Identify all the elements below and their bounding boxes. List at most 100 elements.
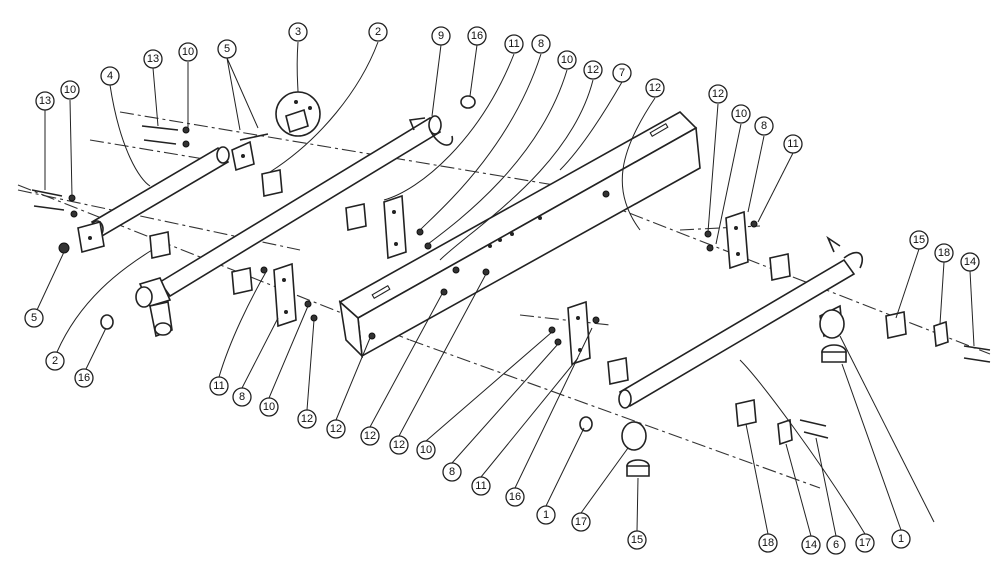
svg-text:11: 11: [508, 38, 519, 50]
detail-part-3: [275, 91, 321, 137]
svg-text:3: 3: [295, 26, 301, 38]
svg-text:12: 12: [330, 423, 342, 435]
frame-part-7: [338, 111, 701, 359]
callout-16: 16: [505, 487, 525, 507]
svg-text:13: 13: [39, 95, 51, 107]
callout-16: 16: [74, 368, 94, 388]
svg-text:17: 17: [859, 537, 871, 549]
callout-8: 8: [531, 34, 551, 54]
svg-text:11: 11: [213, 380, 224, 392]
svg-text:8: 8: [449, 466, 455, 478]
svg-text:10: 10: [735, 108, 747, 120]
callout-10: 10: [557, 50, 577, 70]
callout-5: 5: [217, 39, 237, 59]
callout-18: 18: [934, 243, 954, 263]
svg-text:2: 2: [375, 26, 381, 38]
callout-10: 10: [416, 440, 436, 460]
bracket-plates: [273, 194, 749, 366]
svg-text:18: 18: [938, 247, 950, 259]
svg-text:7: 7: [619, 67, 625, 79]
callout-11: 11: [471, 476, 491, 496]
svg-text:1: 1: [543, 509, 549, 521]
svg-text:10: 10: [182, 46, 194, 58]
svg-text:11: 11: [475, 480, 486, 492]
svg-text:18: 18: [762, 537, 774, 549]
callout-10: 10: [731, 104, 751, 124]
svg-text:5: 5: [224, 43, 230, 55]
callout-10: 10: [259, 397, 279, 417]
callout-9: 9: [431, 26, 451, 46]
fittings-and-caps: [100, 95, 847, 477]
callout-10: 10: [60, 80, 80, 100]
callout-14: 14: [960, 252, 980, 272]
callout-12: 12: [389, 435, 409, 455]
svg-text:12: 12: [301, 413, 313, 425]
svg-text:10: 10: [64, 84, 76, 96]
svg-text:9: 9: [438, 30, 444, 42]
callout-2: 2: [45, 351, 65, 371]
svg-text:4: 4: [107, 70, 113, 82]
callout-12: 12: [326, 419, 346, 439]
svg-text:1: 1: [898, 533, 904, 545]
svg-text:10: 10: [561, 54, 573, 66]
svg-text:2: 2: [52, 355, 58, 367]
callout-13: 13: [143, 49, 163, 69]
callout-1: 1: [536, 505, 556, 525]
callout-11: 11: [209, 376, 229, 396]
svg-text:8: 8: [538, 38, 544, 50]
svg-text:8: 8: [761, 120, 767, 132]
callout-12: 12: [645, 78, 665, 98]
svg-text:13: 13: [147, 53, 159, 65]
tube-part-6: [618, 235, 864, 409]
svg-text:12: 12: [712, 88, 724, 100]
callout-2: 2: [368, 22, 388, 42]
callout-12: 12: [708, 84, 728, 104]
callout-15: 15: [909, 230, 929, 250]
svg-text:11: 11: [787, 138, 798, 150]
callout-12: 12: [360, 426, 380, 446]
svg-text:17: 17: [575, 516, 587, 528]
callout-8: 8: [442, 462, 462, 482]
callout-10: 10: [178, 42, 198, 62]
tube-part-4: [77, 140, 255, 254]
svg-text:12: 12: [393, 439, 405, 451]
callout-7: 7: [612, 63, 632, 83]
fasteners: [31, 125, 991, 446]
callout-3: 3: [288, 22, 308, 42]
callout-1: 1: [891, 529, 911, 549]
callout-12: 12: [583, 60, 603, 80]
svg-text:10: 10: [263, 401, 275, 413]
svg-text:14: 14: [805, 539, 817, 551]
callout-11: 11: [504, 34, 524, 54]
callout-6: 6: [826, 535, 846, 555]
callout-bubbles: 13 10 13 10 4 5 3 2 9 16 11 8 10 12 7 12…: [24, 22, 980, 555]
svg-text:15: 15: [631, 534, 643, 546]
svg-text:14: 14: [964, 256, 976, 268]
callout-17: 17: [855, 533, 875, 553]
callout-5: 5: [24, 308, 44, 328]
svg-text:12: 12: [649, 82, 661, 94]
svg-text:10: 10: [420, 444, 432, 456]
callout-18: 18: [758, 533, 778, 553]
callout-4: 4: [100, 66, 120, 86]
svg-text:12: 12: [587, 64, 599, 76]
tube-part-9: [135, 115, 454, 338]
svg-text:16: 16: [471, 30, 483, 42]
callout-17: 17: [571, 512, 591, 532]
leader-lines: [36, 41, 975, 537]
callout-13: 13: [35, 91, 55, 111]
svg-text:6: 6: [833, 539, 839, 551]
svg-text:12: 12: [364, 430, 376, 442]
svg-text:5: 5: [31, 312, 37, 324]
svg-text:8: 8: [239, 391, 245, 403]
callout-16: 16: [467, 26, 487, 46]
callout-12: 12: [297, 409, 317, 429]
svg-text:16: 16: [78, 372, 90, 384]
svg-text:16: 16: [509, 491, 521, 503]
callout-8: 8: [232, 387, 252, 407]
callout-15: 15: [627, 530, 647, 550]
callout-11: 11: [783, 134, 803, 154]
callout-8: 8: [754, 116, 774, 136]
svg-text:15: 15: [913, 234, 925, 246]
